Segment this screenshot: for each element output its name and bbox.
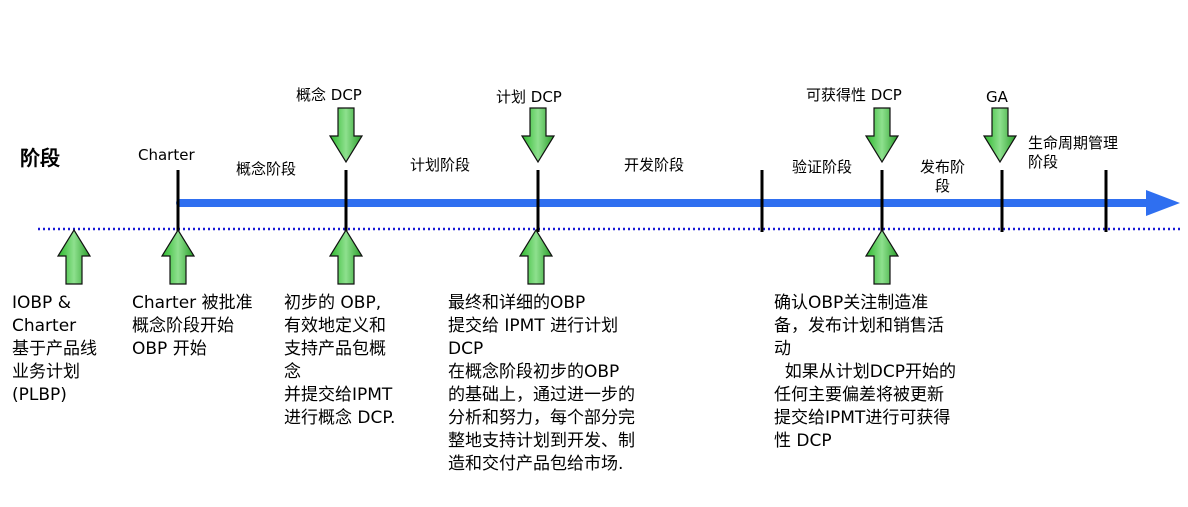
up-arrow-iobp: [56, 228, 92, 285]
charter-label: Charter: [138, 146, 195, 164]
phase-label-concept: 概念阶段: [236, 160, 297, 178]
down-arrow-concept-dcp: [328, 107, 364, 164]
stage-title: 阶段: [20, 146, 60, 170]
phase-label-verification: 验证阶段: [792, 158, 853, 176]
description-plan: 最终和详细的OBP 提交给 IPMT 进行计划 DCP 在概念阶段初步的OBP …: [448, 293, 635, 474]
up-arrow-charter: [160, 228, 196, 285]
gate-label-availability-dcp: 可获得性 DCP: [806, 86, 902, 104]
phase-label-launch: 发布阶 段: [920, 158, 966, 195]
down-arrow-ga: [982, 107, 1018, 164]
milestone-ticks: [176, 170, 1108, 232]
down-arrow-plan-dcp: [520, 107, 556, 164]
phase-label-lifecycle: 生命周期管理 阶段: [1028, 134, 1119, 171]
timeline-arrow: [176, 190, 1180, 216]
gate-label-concept-dcp: 概念 DCP: [296, 86, 362, 104]
description-charter: Charter 被批准 概念阶段开始 OBP 开始: [132, 293, 253, 359]
description-concept: 初步的 OBP, 有效地定义和 支持产品包概 念 并提交给IPMT 进行概念 D…: [284, 293, 396, 428]
gate-label-plan-dcp: 计划 DCP: [496, 88, 562, 106]
description-iobp: IOBP & Charter 基于产品线 业务计划 (PLBP): [12, 293, 97, 405]
gate-label-ga: GA: [986, 88, 1008, 106]
down-arrow-availability-dcp: [864, 107, 900, 164]
up-arrow-concept: [328, 228, 364, 285]
description-availability: 确认OBP关注制造准 备，发布计划和销售活 动 如果从计划DCP开始的 任何主要…: [774, 293, 957, 451]
phase-label-plan: 计划阶段: [410, 156, 471, 174]
up-arrow-availability: [864, 228, 900, 285]
up-arrow-plan: [518, 228, 554, 285]
phase-label-development: 开发阶段: [624, 156, 685, 174]
